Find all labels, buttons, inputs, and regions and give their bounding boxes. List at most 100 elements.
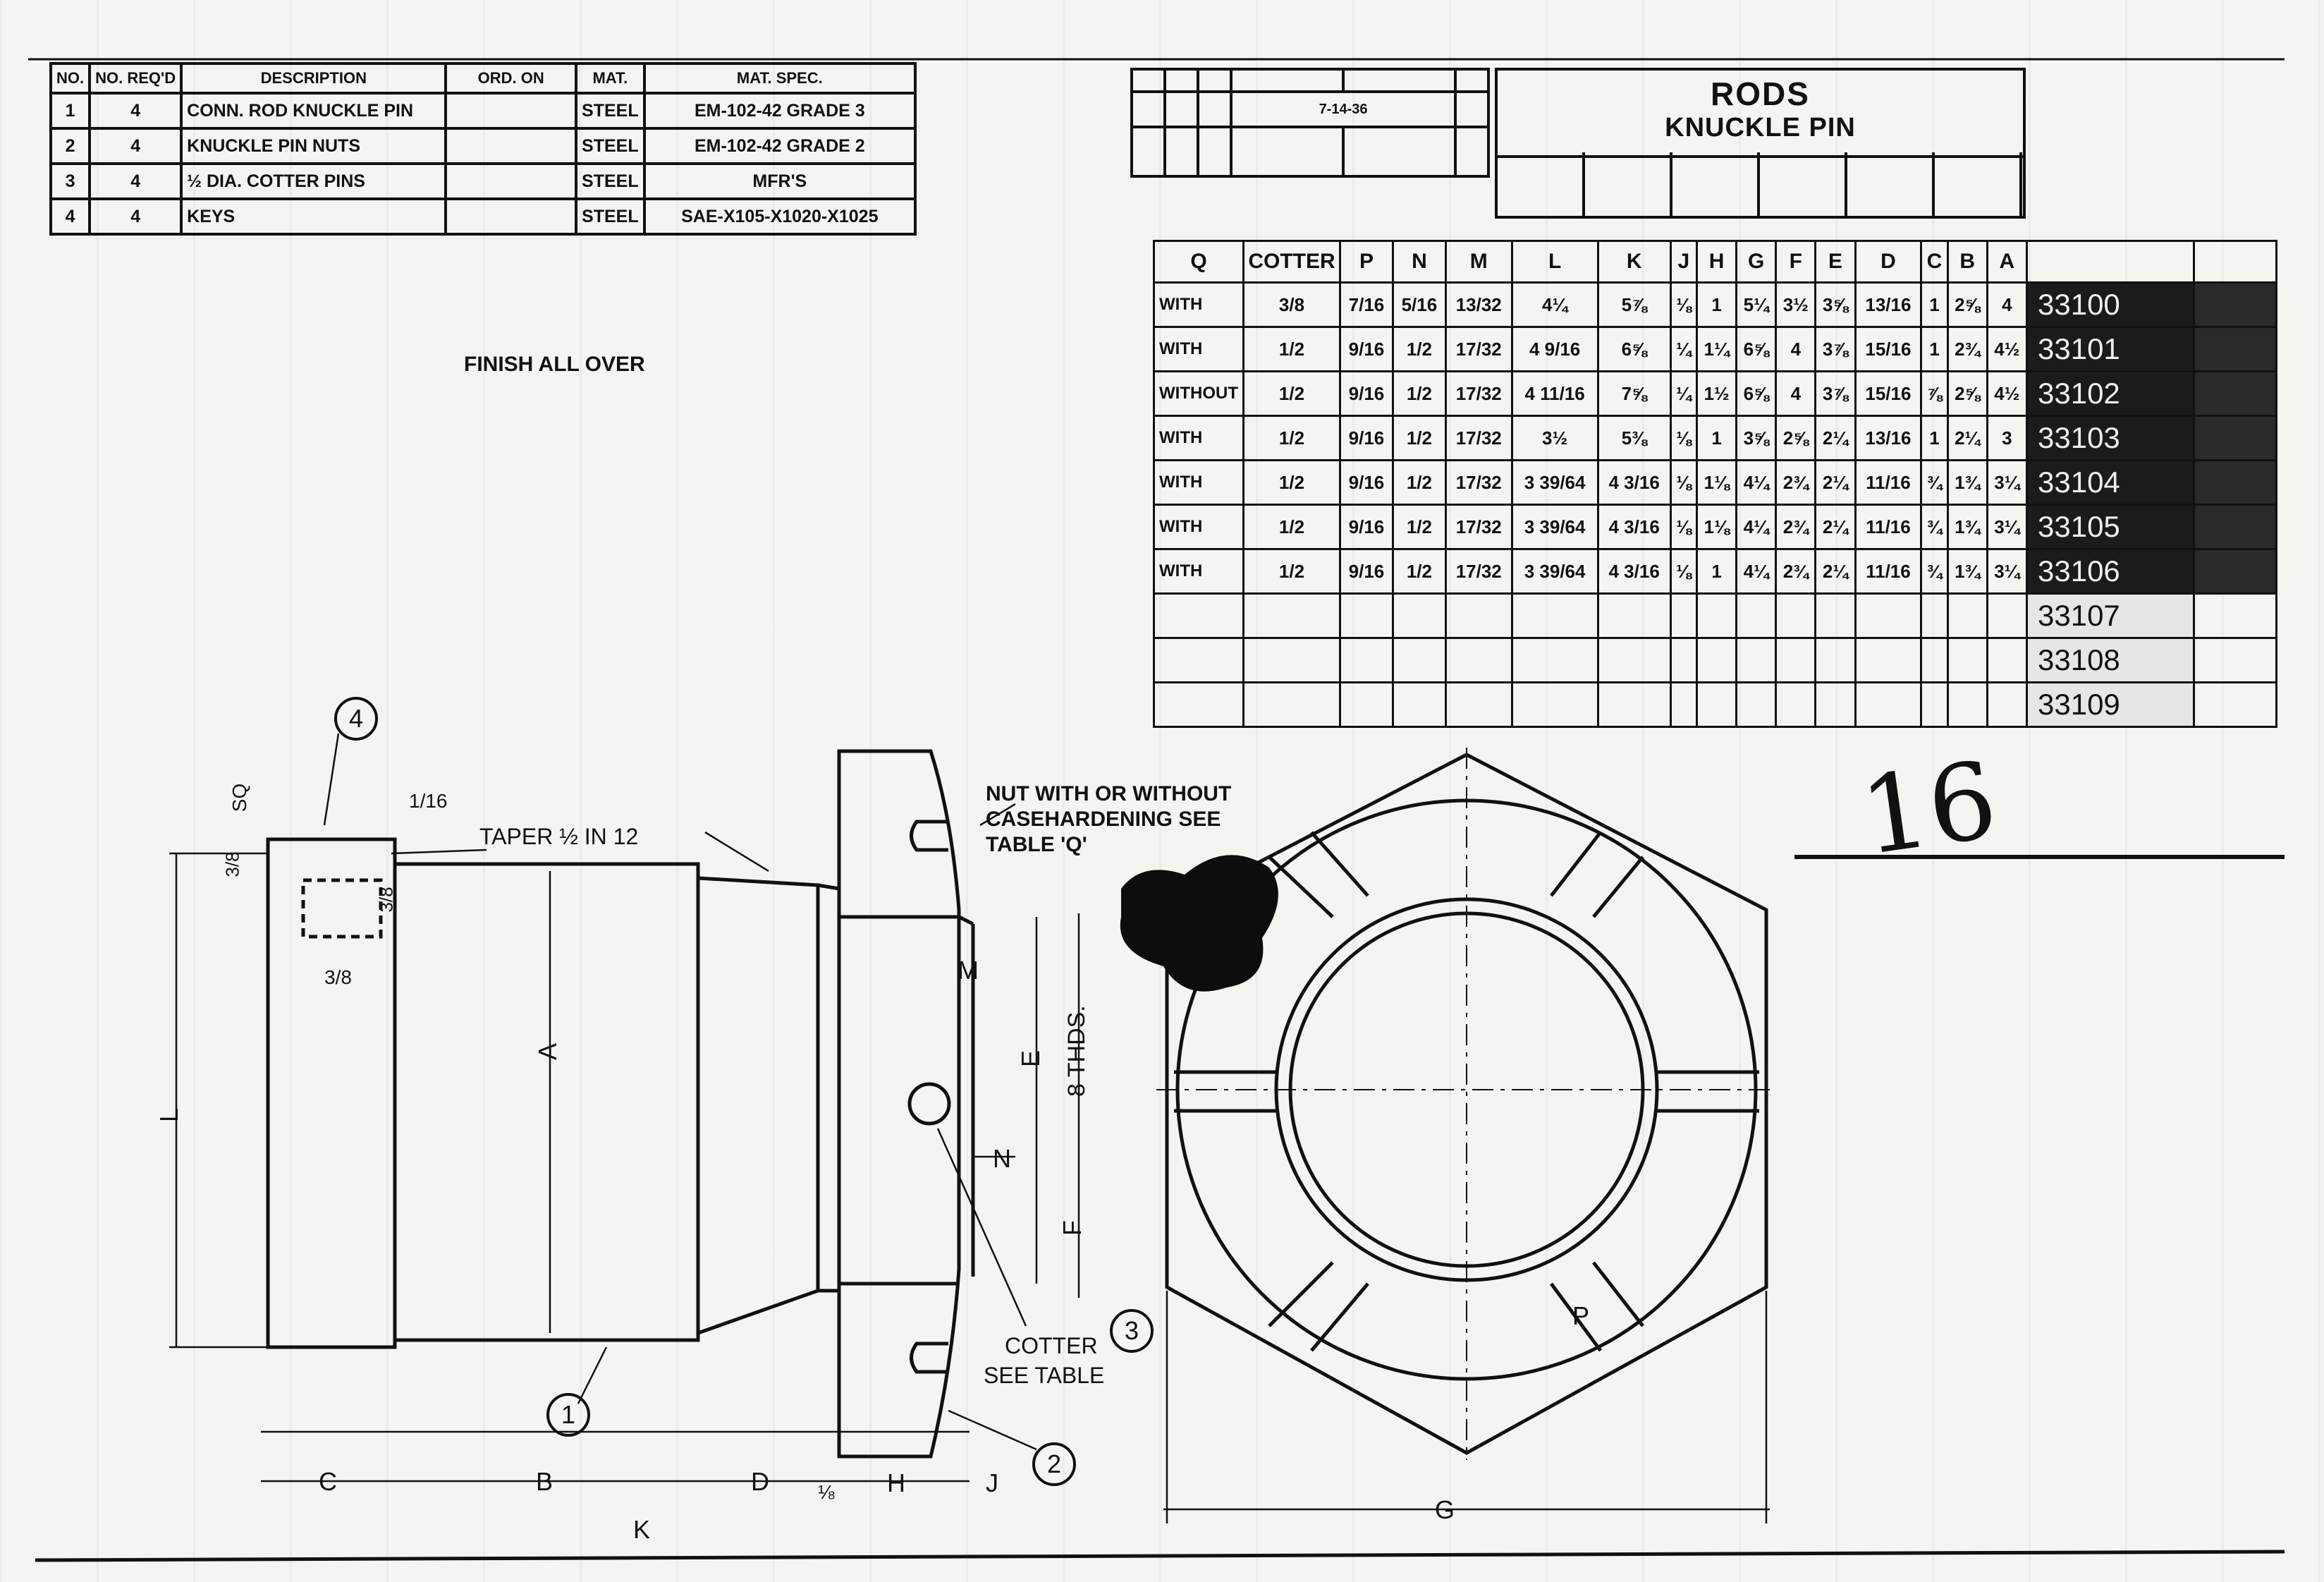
dim-cell: 1¾ [1946, 504, 1988, 550]
dim-label-n: N [993, 1144, 1011, 1173]
dim-cell: 3¼ [1986, 504, 2029, 550]
key-depth-note: 3/8 [375, 887, 397, 913]
dim-cell: 17/32 [1444, 459, 1513, 506]
key-height-note: 3/8 [221, 851, 243, 877]
dim-cell [1444, 681, 1513, 728]
dim-cell: 1/2 [1242, 548, 1341, 595]
key-width-note: 3/8 [324, 966, 352, 988]
bom-cell-desc: ½ DIA. COTTER PINS [180, 162, 448, 200]
dim-cell: 4¼ [1735, 459, 1778, 506]
bom-header-no: NO. [49, 62, 92, 95]
dim-cell: 3 39/64 [1510, 504, 1599, 550]
dim-cell: 3 [1986, 415, 2029, 461]
dim-cell: 4½ [1986, 370, 2029, 417]
dim-cell [1339, 681, 1394, 728]
dim-cell [1596, 637, 1672, 683]
dim-cell: 1¾ [1946, 459, 1988, 506]
dim-cell [1920, 592, 1949, 639]
bom-cell-spec: EM-102-42 GRADE 3 [642, 92, 917, 130]
dim-cell: 1/2 [1391, 370, 1447, 417]
dim-header-p: P [1339, 240, 1394, 284]
dim-cell: 5/16 [1391, 281, 1447, 328]
dim-cell: 1/2 [1242, 415, 1341, 461]
dim-cell: 4¼ [1510, 281, 1599, 328]
revision-cell [1130, 126, 1167, 178]
dim-cell: ¼ [1669, 370, 1699, 417]
dim-cell: 1/2 [1391, 326, 1447, 372]
dim-cell [1153, 681, 1244, 728]
dim-cell: 1/2 [1242, 459, 1341, 506]
nut-side-view [837, 749, 961, 1459]
revision-cell [1453, 126, 1491, 178]
dim-label-a: A [533, 1042, 563, 1061]
dim-cell: 4 9/16 [1510, 326, 1599, 372]
bom-cell-no: 2 [49, 127, 92, 165]
bom-cell-spec: SAE-X105-X1020-X1025 [642, 197, 917, 236]
revision-date: 7-14-36 [1230, 90, 1457, 128]
dim-cell: 1 [1920, 281, 1949, 328]
dim-label-j: J [986, 1468, 998, 1497]
dim-header-a: A [1986, 240, 2029, 284]
dim-table-row: 33107 [1153, 592, 2277, 639]
dim-cell: 2¼ [1814, 459, 1857, 506]
dim-extra-cell [2193, 370, 2277, 417]
dim-cell [1242, 637, 1341, 683]
bom-cell-mat: STEEL [575, 92, 646, 130]
dim-header-l: L [1510, 240, 1599, 284]
revision-col [1230, 68, 1345, 93]
dim-cell [1696, 637, 1738, 683]
dim-cell [1596, 592, 1672, 639]
bom-cell-spec: MFR'S [642, 162, 917, 200]
dim-cell [1153, 637, 1244, 683]
dim-cell: 7/16 [1339, 281, 1394, 328]
dim-cell [1986, 681, 2029, 728]
dim-header-f: F [1775, 240, 1817, 284]
dim-cell: 4 [1986, 281, 2029, 328]
bom-cell-req: 4 [88, 127, 183, 165]
dim-table-row: 33108 [1153, 637, 2277, 683]
dim-cell [1920, 637, 1949, 683]
dim-extra-cell [2193, 592, 2277, 639]
dim-header-part [2026, 240, 2195, 284]
dim-cell [1946, 637, 1988, 683]
bom-cell-spec: EM-102-42 GRADE 2 [642, 127, 917, 165]
dim-cell: 5¼ [1735, 281, 1778, 328]
revision-col [1163, 68, 1200, 93]
dim-cell: 3½ [1510, 415, 1599, 461]
dim-table-row: 33109 [1153, 681, 2277, 728]
dim-cell: WITH [1153, 504, 1244, 550]
dim-cell [1696, 681, 1738, 728]
dim-header-b: B [1946, 240, 1988, 284]
bom-cell-ord [444, 197, 578, 236]
dim-cell: 5⅜ [1596, 415, 1672, 461]
dim-cell: 15/16 [1854, 370, 1923, 417]
dim-cell [1596, 681, 1672, 728]
callout-4: 4 [334, 697, 378, 741]
bom-cell-desc: KEYS [180, 197, 448, 236]
dim-label-f: F [1058, 1220, 1087, 1236]
bill-of-materials-table: NO. NO. REQ'D DESCRIPTION ORD. ON MAT. M… [49, 62, 917, 236]
dim-part-number: 33105 [2026, 504, 2195, 550]
dim-cell: 3⅞ [1814, 326, 1857, 372]
dim-cell: WITH [1153, 548, 1244, 595]
dim-cell [1242, 681, 1341, 728]
revision-cell [1197, 126, 1233, 178]
dim-part-number: 33108 [2026, 637, 2195, 683]
dim-cell: 3½ [1775, 281, 1817, 328]
dimension-lines [169, 733, 1770, 1523]
dim-header-j: J [1669, 240, 1699, 284]
bom-header-ord-on: ORD. ON [444, 62, 578, 95]
dim-cell: 2⅝ [1775, 415, 1817, 461]
dim-cell [1814, 637, 1857, 683]
finish-note: FINISH ALL OVER [464, 353, 645, 376]
dim-part-number: 33104 [2026, 459, 2195, 506]
dim-cell: WITH [1153, 459, 1244, 506]
dim-cell: 3 39/64 [1510, 459, 1599, 506]
title-line1: RODS [1711, 75, 1810, 112]
dim-cell [1735, 592, 1778, 639]
revision-cell [1130, 90, 1167, 128]
dim-cell [1854, 681, 1923, 728]
ink-blot [1120, 855, 1278, 992]
dim-cell: 1/2 [1242, 504, 1341, 550]
dim-cell: 1/2 [1242, 326, 1341, 372]
